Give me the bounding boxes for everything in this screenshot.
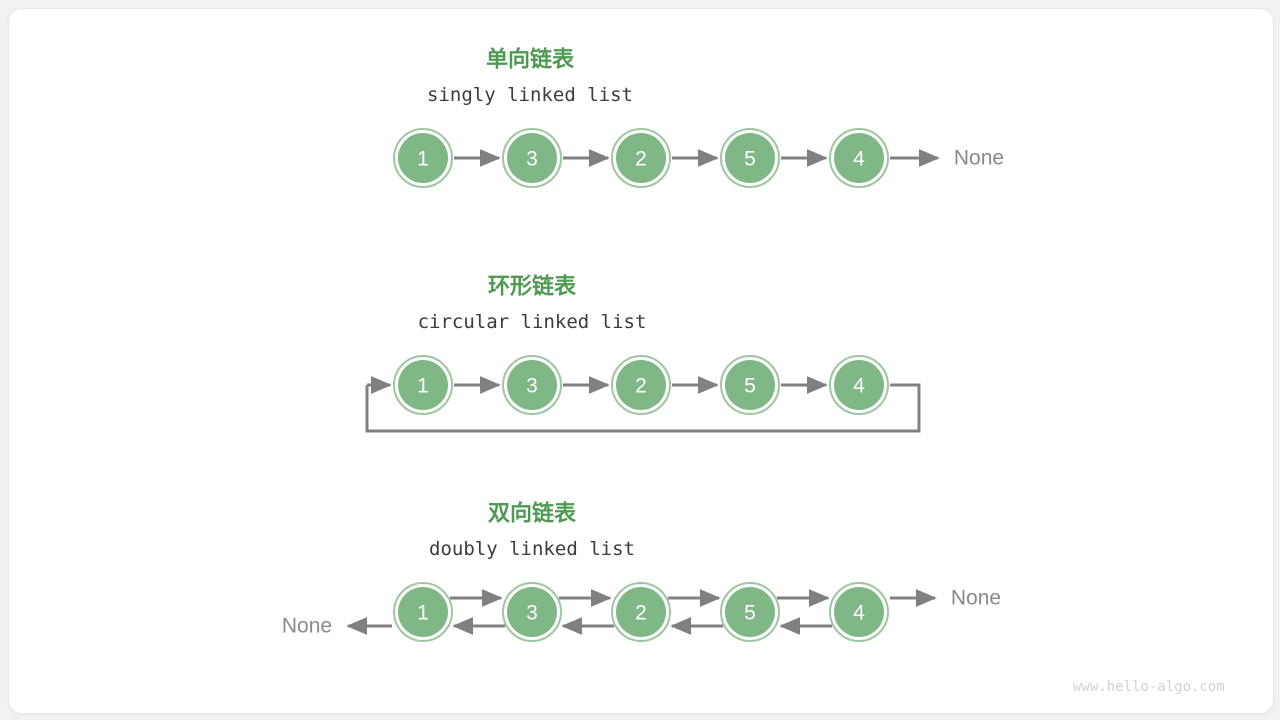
node-value-singly-2: 2 xyxy=(635,148,647,171)
node-value-singly-3: 5 xyxy=(744,148,756,171)
node-ring-doubly-2 xyxy=(611,582,671,642)
node-ring-singly-0 xyxy=(393,128,453,188)
node-ring-doubly-1 xyxy=(502,582,562,642)
node-circle-circular-2[interactable] xyxy=(616,360,666,410)
node-ring-doubly-4 xyxy=(829,582,889,642)
node-circle-singly-1[interactable] xyxy=(507,133,557,183)
section-title-circular: 环形链表 xyxy=(488,274,577,299)
node-circle-doubly-4[interactable] xyxy=(834,587,884,637)
section-subtitle-circular: circular linked list xyxy=(418,311,647,333)
section-title-singly: 单向链表 xyxy=(486,47,575,72)
tail-none-label-singly: None xyxy=(954,147,1004,170)
node-value-circular-1: 3 xyxy=(526,375,538,398)
node-value-circular-2: 2 xyxy=(635,375,647,398)
node-value-doubly-0: 1 xyxy=(417,602,429,625)
node-ring-doubly-3 xyxy=(720,582,780,642)
node-circle-circular-4[interactable] xyxy=(834,360,884,410)
node-circle-doubly-0[interactable] xyxy=(398,587,448,637)
node-ring-circular-4 xyxy=(829,355,889,415)
node-value-singly-1: 3 xyxy=(526,148,538,171)
node-ring-singly-1 xyxy=(502,128,562,188)
node-circle-singly-3[interactable] xyxy=(725,133,775,183)
node-value-circular-3: 5 xyxy=(744,375,756,398)
node-value-singly-4: 4 xyxy=(853,148,865,171)
node-circle-singly-2[interactable] xyxy=(616,133,666,183)
node-value-circular-0: 1 xyxy=(417,375,429,398)
node-ring-circular-2 xyxy=(611,355,671,415)
node-ring-circular-1 xyxy=(502,355,562,415)
node-circle-circular-3[interactable] xyxy=(725,360,775,410)
node-value-singly-0: 1 xyxy=(417,148,429,171)
node-value-doubly-3: 5 xyxy=(744,602,756,625)
loop-rail-circular xyxy=(365,383,921,433)
node-value-doubly-1: 3 xyxy=(526,602,538,625)
tail-none-label-doubly: None xyxy=(951,587,1001,610)
node-circle-singly-4[interactable] xyxy=(834,133,884,183)
node-ring-singly-2 xyxy=(611,128,671,188)
node-ring-circular-3 xyxy=(720,355,780,415)
section-title-doubly: 双向链表 xyxy=(488,501,577,526)
node-ring-singly-4 xyxy=(829,128,889,188)
node-ring-circular-0 xyxy=(393,355,453,415)
node-circle-singly-0[interactable] xyxy=(398,133,448,183)
node-value-circular-4: 4 xyxy=(853,375,865,398)
node-circle-doubly-1[interactable] xyxy=(507,587,557,637)
node-circle-doubly-2[interactable] xyxy=(616,587,666,637)
node-ring-singly-3 xyxy=(720,128,780,188)
node-circle-circular-1[interactable] xyxy=(507,360,557,410)
node-circle-circular-0[interactable] xyxy=(398,360,448,410)
section-subtitle-singly: singly linked list xyxy=(427,84,633,106)
head-none-label-doubly: None xyxy=(282,615,332,638)
section-subtitle-doubly: doubly linked list xyxy=(429,538,635,560)
node-ring-doubly-0 xyxy=(393,582,453,642)
node-circle-doubly-3[interactable] xyxy=(725,587,775,637)
node-value-doubly-4: 4 xyxy=(853,602,865,625)
watermark-label: www.hello-algo.com xyxy=(1073,679,1225,695)
node-value-doubly-2: 2 xyxy=(635,602,647,625)
